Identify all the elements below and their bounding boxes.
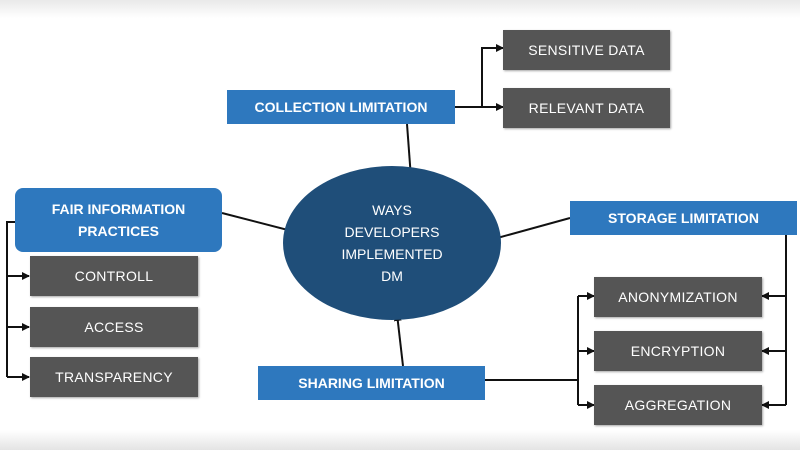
anonymization-box: ANONYMIZATION: [594, 277, 762, 317]
controll-box: CONTROLL: [30, 256, 198, 296]
collection-limitation-box: COLLECTION LIMITATION: [227, 90, 455, 124]
center-ellipse: WAYS DEVELOPERS IMPLEMENTED DM: [283, 166, 501, 320]
center-line-4: DM: [381, 268, 403, 284]
aggregation-label: AGGREGATION: [624, 397, 732, 413]
sensitive-data-box: SENSITIVE DATA: [503, 30, 670, 70]
encryption-box: ENCRYPTION: [594, 331, 762, 371]
sensitive-data-label: SENSITIVE DATA: [528, 42, 645, 58]
transparency-box: TRANSPARENCY: [30, 357, 198, 397]
collection-limitation-label: COLLECTION LIMITATION: [254, 99, 428, 115]
connector-sharing-center: [393, 313, 404, 367]
connector-collection-sensitive: [455, 44, 504, 108]
top-fade: [0, 0, 800, 18]
connector-storage-bracket: [785, 217, 797, 405]
bottom-fade: [0, 430, 800, 450]
fair-information-practices-label: FAIR INFORMATION PRACTICES: [51, 201, 186, 239]
storage-limitation-box: STORAGE LIMITATION: [570, 201, 797, 235]
aggregation-box: AGGREGATION: [594, 385, 762, 425]
sharing-limitation-label: SHARING LIMITATION: [298, 375, 445, 391]
relevant-data-label: RELEVANT DATA: [528, 100, 645, 116]
center-line-1: WAYS: [372, 202, 412, 218]
center-line-2: DEVELOPERS: [344, 224, 440, 240]
connector-storage-center: [489, 217, 571, 243]
fair-information-practices-box: FAIR INFORMATION PRACTICES: [15, 188, 222, 252]
connector-fairinfo-bracket: [6, 221, 15, 377]
sharing-limitation-box: SHARING LIMITATION: [258, 366, 485, 400]
transparency-label: TRANSPARENCY: [55, 369, 173, 385]
anonymization-label: ANONYMIZATION: [618, 289, 738, 305]
access-box: ACCESS: [30, 307, 198, 347]
access-label: ACCESS: [84, 319, 144, 335]
center-line-3: IMPLEMENTED: [341, 246, 443, 262]
encryption-label: ENCRYPTION: [630, 343, 726, 359]
relevant-data-box: RELEVANT DATA: [503, 88, 670, 128]
storage-limitation-label: STORAGE LIMITATION: [608, 210, 759, 226]
controll-label: CONTROLL: [74, 268, 154, 284]
connector-sharing-bracket: [485, 296, 579, 405]
